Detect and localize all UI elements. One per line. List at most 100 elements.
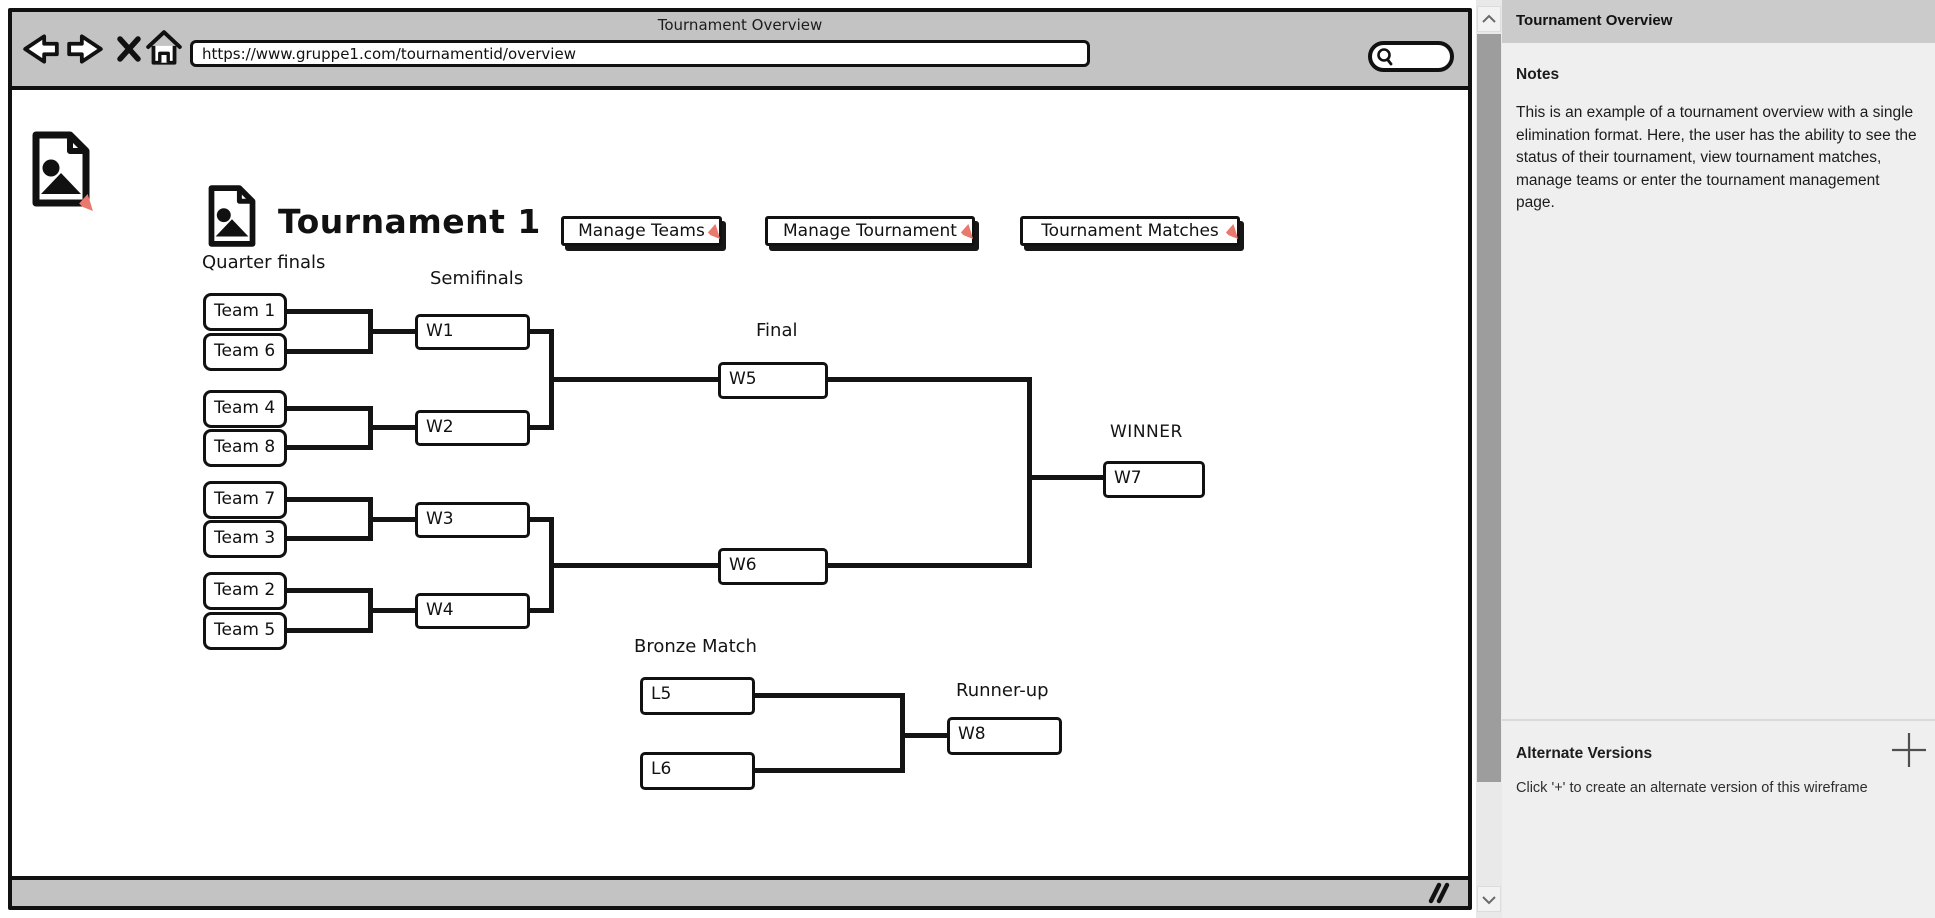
team-label: Team 3 <box>214 528 276 548</box>
tournament-matches-button[interactable]: Tournament Matches <box>1020 216 1240 246</box>
match-slot-box: L5 <box>640 677 755 715</box>
bracket-line <box>368 517 415 522</box>
bracket-line <box>1027 475 1103 480</box>
link-marker-icon <box>77 193 94 216</box>
match-slot-box: L6 <box>640 752 755 790</box>
team-box: Team 8 <box>203 429 287 467</box>
back-arrow-icon <box>23 34 59 64</box>
slot-label: L5 <box>651 684 672 704</box>
heading-image-icon-wrap <box>200 184 264 252</box>
team-box: Team 6 <box>203 333 287 371</box>
properties-sidebar: Tournament Overview Notes This is an exa… <box>1502 0 1935 918</box>
sidebar-title: Tournament Overview <box>1516 12 1673 29</box>
manage-tournament-button[interactable]: Manage Tournament <box>765 216 975 246</box>
home-icon <box>146 30 182 65</box>
bracket-line <box>900 733 947 738</box>
slot-label: W7 <box>1114 468 1142 488</box>
close-x-icon <box>117 36 141 62</box>
alternate-versions-hint: Click '+' to create an alternate version… <box>1516 780 1868 796</box>
match-slot-box: W2 <box>415 410 530 446</box>
team-label: Team 8 <box>214 437 276 457</box>
slot-label: W6 <box>729 555 757 575</box>
round-label-winner: WINNER <box>1110 422 1183 442</box>
bracket-line <box>1027 377 1032 568</box>
button-label: Manage Tournament <box>783 221 957 241</box>
round-label-runner-up: Runner-up <box>956 680 1049 701</box>
page-title: Tournament 1 <box>278 202 541 241</box>
slot-label: W5 <box>729 369 757 389</box>
round-label-quarter-finals: Quarter finals <box>202 252 326 273</box>
add-alternate-version-button[interactable] <box>1887 728 1931 772</box>
search-icon <box>1377 48 1393 66</box>
vertical-scrollbar <box>1476 0 1502 918</box>
window-status-bar <box>12 876 1468 906</box>
bracket-line <box>826 563 1032 568</box>
runner-up-slot-box: W8 <box>947 717 1062 755</box>
slot-label: W1 <box>426 321 454 341</box>
bracket-line <box>528 425 554 430</box>
bracket-line <box>285 309 373 314</box>
back-button[interactable] <box>22 31 60 71</box>
round-label-bronze-match: Bronze Match <box>634 636 757 657</box>
logo-image-placeholder[interactable] <box>30 130 93 212</box>
bracket-line <box>753 768 905 773</box>
slot-label: W2 <box>426 417 454 437</box>
match-slot-box: W3 <box>415 502 530 538</box>
bracket-line <box>528 329 554 334</box>
forward-button[interactable] <box>66 31 104 71</box>
bracket-line <box>285 628 373 633</box>
team-label: Team 1 <box>214 301 276 321</box>
window-title: Tournament Overview <box>657 16 823 34</box>
chevron-up-icon <box>1482 14 1496 23</box>
bracket-line <box>368 425 415 430</box>
home-button[interactable] <box>144 29 184 71</box>
bracket-line <box>285 445 373 450</box>
round-label-final: Final <box>756 320 798 341</box>
manage-teams-button[interactable]: Manage Teams <box>561 216 722 246</box>
sidebar-header: Tournament Overview <box>1502 0 1935 43</box>
slot-label: W3 <box>426 509 454 529</box>
scroll-up-button[interactable] <box>1477 6 1501 32</box>
team-label: Team 2 <box>214 580 276 600</box>
slot-label: W8 <box>958 724 986 744</box>
team-box: Team 5 <box>203 612 287 650</box>
match-slot-box: W5 <box>718 362 828 399</box>
link-marker-icon <box>706 223 721 247</box>
winner-slot-box: W7 <box>1103 461 1205 498</box>
browser-chrome: Tournament Overview <box>12 12 1468 90</box>
team-label: Team 4 <box>214 398 276 418</box>
team-box: Team 4 <box>203 390 287 428</box>
scrollbar-thumb[interactable] <box>1477 34 1501 782</box>
team-box: Team 3 <box>203 520 287 558</box>
plus-icon <box>1892 733 1926 767</box>
bracket-line <box>285 349 373 354</box>
image-icon <box>208 185 256 247</box>
link-marker-icon <box>959 223 974 247</box>
bracket-line <box>753 693 905 698</box>
bracket-line <box>285 497 373 502</box>
team-box: Team 1 <box>203 293 287 331</box>
bracket-line <box>285 536 373 541</box>
scroll-down-button[interactable] <box>1477 886 1501 912</box>
chevron-down-icon <box>1482 896 1496 905</box>
bracket-line <box>285 406 373 411</box>
bracket-line <box>549 563 718 568</box>
bracket-line <box>368 608 415 613</box>
slot-label: L6 <box>651 759 672 779</box>
bracket-line <box>285 588 373 593</box>
bracket-line <box>368 329 415 334</box>
stop-button[interactable] <box>114 34 144 68</box>
slot-label: W4 <box>426 600 454 620</box>
browser-mockup-window: Tournament Overview <box>8 8 1472 910</box>
button-label: Tournament Matches <box>1041 221 1219 241</box>
search-box[interactable] <box>1368 41 1454 72</box>
team-label: Team 6 <box>214 341 276 361</box>
sidebar-divider <box>1502 719 1935 721</box>
url-input[interactable] <box>190 40 1090 67</box>
notes-heading: Notes <box>1516 66 1560 83</box>
bracket-line <box>549 377 718 382</box>
resize-handle-icon[interactable] <box>1424 881 1454 909</box>
match-slot-box: W6 <box>718 548 828 585</box>
match-slot-box: W4 <box>415 593 530 629</box>
notes-text: This is an example of a tournament overv… <box>1516 104 1917 211</box>
